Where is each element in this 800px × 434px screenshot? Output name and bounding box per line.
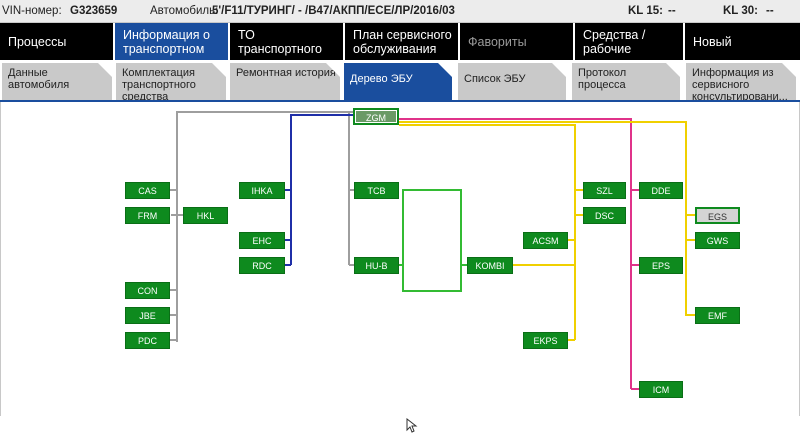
vehicle-header: VIN-номер: G323659 Автомобиль: 5'/F11/ТУ…: [0, 0, 800, 23]
ecu-tree-canvas: ZGM CAS FRM HKL CON JBE PDC IHKA EHC RDC…: [0, 102, 800, 433]
ecu-jbe[interactable]: JBE: [125, 307, 170, 324]
bus-yellow: [399, 121, 697, 341]
ecu-ekps[interactable]: EKPS: [523, 332, 568, 349]
tab-new[interactable]: Новый: [693, 35, 732, 49]
ecu-hkl[interactable]: HKL: [183, 207, 228, 224]
bus-blue: [285, 114, 353, 266]
bus-lines: [170, 111, 697, 390]
ecu-zgm[interactable]: ZGM: [353, 108, 399, 125]
vin-label: VIN-номер:: [2, 5, 62, 17]
bus-green: [399, 189, 467, 292]
bus-pink: [399, 118, 639, 390]
tab-favorites[interactable]: Фавориты: [460, 23, 575, 60]
ecu-dsc[interactable]: DSC: [583, 207, 626, 224]
ecu-icm[interactable]: ICM: [639, 381, 683, 398]
subtab-repair-history[interactable]: Ремонтная история: [230, 63, 340, 100]
ecu-ihka[interactable]: IHKA: [239, 182, 285, 199]
bus-grey: [170, 111, 354, 342]
sub-nav: Данные автомобиля Комплектация транспорт…: [0, 60, 800, 102]
kl15-label: KL 15:: [628, 5, 663, 17]
vin-value: G323659: [70, 5, 118, 17]
main-nav: Процессы Информация о транспортном средс…: [0, 23, 800, 60]
ecu-frm[interactable]: FRM: [125, 207, 170, 224]
subtab-service-info[interactable]: Информация из сервисного консультировани…: [686, 63, 796, 100]
ecu-tcb[interactable]: TCB: [354, 182, 399, 199]
kl30-label: KL 30:: [723, 5, 758, 17]
ecu-dde[interactable]: DDE: [639, 182, 683, 199]
tab-processes[interactable]: Процессы: [0, 23, 115, 60]
ecu-emf[interactable]: EMF: [695, 307, 740, 324]
ecu-rdc[interactable]: RDC: [239, 257, 285, 274]
ecu-hu-b[interactable]: HU-B: [354, 257, 399, 274]
subtab-equipment[interactable]: Комплектация транспортного средства: [116, 63, 226, 100]
tab-vehicle-info[interactable]: Информация о транспортном средстве: [115, 23, 230, 60]
ecu-con[interactable]: CON: [125, 282, 170, 299]
subtab-ecu-list[interactable]: Список ЭБУ: [458, 63, 566, 100]
ecu-eps[interactable]: EPS: [639, 257, 683, 274]
ecu-szl[interactable]: SZL: [583, 182, 626, 199]
subtab-ecu-tree[interactable]: Дерево ЭБУ: [344, 63, 452, 100]
tab-service-plan[interactable]: План сервисного обслуживания: [345, 23, 460, 60]
ecu-cas[interactable]: CAS: [125, 182, 170, 199]
tab-vehicle-maintenance[interactable]: ТО транспортного средства: [230, 23, 345, 60]
ecu-gws[interactable]: GWS: [695, 232, 740, 249]
car-label: Автомобиль:: [150, 5, 219, 17]
car-value: 5'/F11/ТУРИНГ/ - /B47/АКПП/ECE/ЛР/2016/0…: [212, 5, 455, 17]
subtab-vehicle-data[interactable]: Данные автомобиля: [2, 63, 112, 100]
ecu-kombi[interactable]: KOMBI: [467, 257, 513, 274]
kl30-value: --: [766, 5, 774, 17]
ecu-egs[interactable]: EGS: [695, 207, 740, 224]
subtab-process-log[interactable]: Протокол процесса: [572, 63, 680, 100]
tab-fluids[interactable]: Средства / рабочие жидкости: [575, 23, 685, 60]
ecu-pdc[interactable]: PDC: [125, 332, 170, 349]
ecu-ehc[interactable]: EHC: [239, 232, 285, 249]
mouse-cursor-icon: [406, 418, 418, 433]
ecu-acsm[interactable]: ACSM: [523, 232, 568, 249]
kl15-value: --: [668, 5, 676, 17]
